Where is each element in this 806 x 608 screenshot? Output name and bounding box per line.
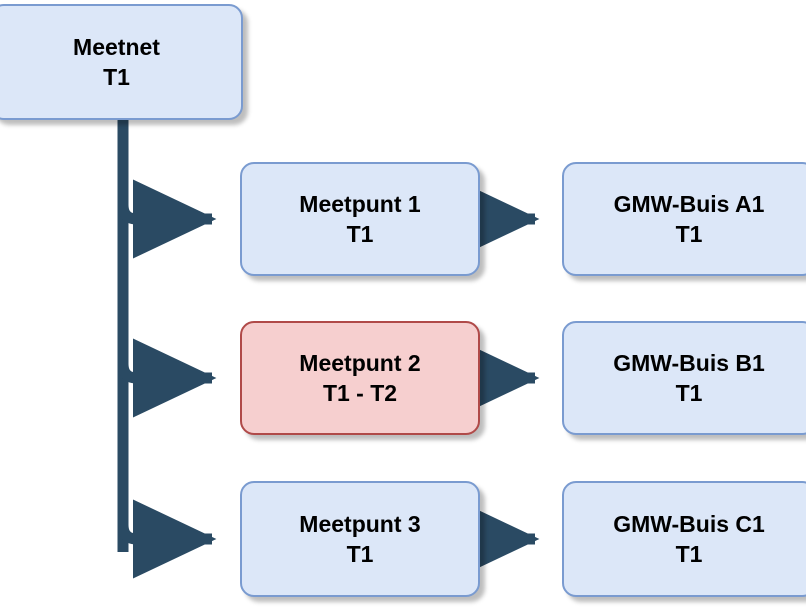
node-meetpunt-3-title: Meetpunt 3	[299, 511, 421, 537]
node-gmw-buis-c1[interactable]: GMW-Buis C1 T1	[562, 481, 806, 597]
node-gmw-buis-b1[interactable]: GMW-Buis B1 T1	[562, 321, 806, 435]
node-meetnet-subtitle: T1	[103, 64, 130, 90]
node-gmw-buis-a1-subtitle: T1	[675, 221, 703, 247]
node-meetpunt-2-title: Meetpunt 2	[299, 350, 421, 376]
node-meetpunt-2-subtitle: T1 - T2	[322, 380, 398, 406]
node-meetpunt-3-subtitle: T1	[346, 541, 374, 567]
node-gmw-buis-b1-subtitle: T1	[675, 380, 703, 406]
node-gmw-buis-b1-title: GMW-Buis B1	[613, 350, 765, 376]
connector-meetnet-to-meetpunt-2	[117, 338, 217, 418]
node-meetpunt-1[interactable]: Meetpunt 1 T1	[240, 162, 480, 276]
node-meetpunt-1-subtitle: T1	[346, 221, 374, 247]
connector-meetnet-to-meetpunt-1	[117, 179, 217, 259]
node-meetpunt-1-title: Meetpunt 1	[299, 191, 421, 217]
node-gmw-buis-c1-subtitle: T1	[675, 541, 703, 567]
node-meetpunt-3[interactable]: Meetpunt 3 T1	[240, 481, 480, 597]
node-meetpunt-2[interactable]: Meetpunt 2 T1 - T2	[240, 321, 480, 435]
node-gmw-buis-a1[interactable]: GMW-Buis A1 T1	[562, 162, 806, 276]
node-gmw-buis-c1-title: GMW-Buis C1	[613, 511, 765, 537]
node-meetnet[interactable]: Meetnet T1	[0, 4, 243, 120]
connector-meetnet-to-meetpunt-3	[117, 499, 217, 579]
node-gmw-buis-a1-title: GMW-Buis A1	[613, 191, 765, 217]
node-meetnet-title: Meetnet	[73, 34, 160, 60]
